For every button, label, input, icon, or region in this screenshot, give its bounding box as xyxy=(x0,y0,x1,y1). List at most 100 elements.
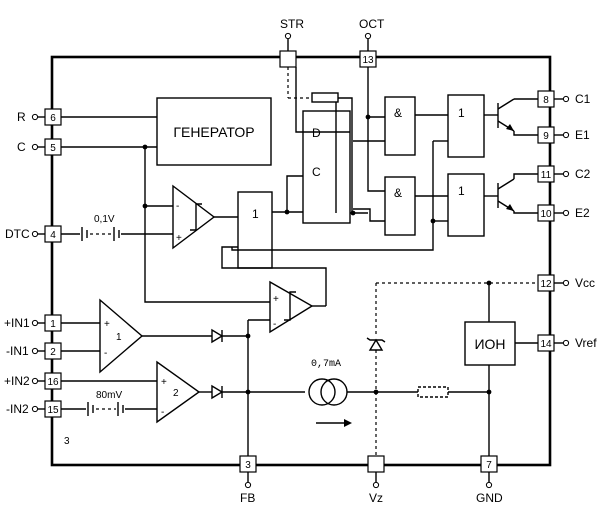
generator-label: ГЕНЕРАТОР xyxy=(173,124,254,140)
pin-label-e1: E1 xyxy=(575,128,590,142)
pin-label-vcc: Vcc xyxy=(575,276,595,290)
pin-number-in1-minus: 2 xyxy=(50,347,56,358)
pin-e1: 9 E1 xyxy=(537,126,590,144)
and-gate-1 xyxy=(384,96,416,156)
ea1-label: 1 xyxy=(116,332,122,343)
generator-block xyxy=(156,97,272,166)
pin-label-c1: C1 xyxy=(575,92,591,106)
trigger-d-label: D xyxy=(312,126,321,140)
in2-offset-label: 80mV xyxy=(96,390,122,401)
resistor-vz xyxy=(417,386,449,398)
ea1-plus-sign: + xyxy=(104,319,110,330)
diode-ea2 xyxy=(211,384,224,400)
pin-number-c: 5 xyxy=(50,143,56,154)
inverter-2-label: 1 xyxy=(458,184,465,198)
pin-number-oct: 13 xyxy=(362,55,374,66)
pin-label-in1-minus: -IN1 xyxy=(6,344,29,358)
buffer-block xyxy=(237,191,273,269)
pin-number-in1-plus: 1 xyxy=(50,319,56,330)
inverter-1-label: 1 xyxy=(458,106,465,120)
pin-vz: Vz xyxy=(367,455,385,505)
inverter-2 xyxy=(447,173,485,237)
pin-label-in2-plus: +IN2 xyxy=(4,374,30,388)
pin-number-c2: 11 xyxy=(541,170,552,181)
current-source: 0,7mA xyxy=(308,359,376,427)
pin-label-r: R xyxy=(17,110,26,124)
pin-in1-plus: +IN1 1 xyxy=(4,314,62,332)
d-trigger xyxy=(302,110,351,224)
ea2-plus-sign: + xyxy=(161,377,167,388)
buffer-label: 1 xyxy=(252,207,259,221)
and-gate-1-label: & xyxy=(394,106,402,120)
pin-label-gnd: GND xyxy=(476,491,503,505)
pin-fb: 3 FB xyxy=(239,455,257,505)
dtc-minus-sign: - xyxy=(176,201,179,212)
error-amplifier-2 xyxy=(156,360,201,424)
ea1-minus-sign: - xyxy=(104,348,107,359)
trigger-c-label: C xyxy=(312,165,321,179)
diode-ea1 xyxy=(211,328,224,344)
pin-vref: 14 Vref xyxy=(537,334,597,352)
dtc-offset-label: 0,1V xyxy=(94,214,115,225)
and-gate-2 xyxy=(384,176,416,236)
pin-c1: 8 C1 xyxy=(537,90,591,108)
pin-number-c1: 8 xyxy=(543,95,549,106)
pwm-comparator xyxy=(269,280,314,334)
pin-in1-minus: -IN1 2 xyxy=(6,342,62,360)
pin-number-gnd: 7 xyxy=(486,460,492,471)
pin-oct: OCT 13 xyxy=(359,17,385,68)
pwm-plus-sign: + xyxy=(273,294,279,305)
output-transistor-1 xyxy=(497,98,538,136)
pin-dtc: DTC 4 xyxy=(5,225,62,243)
ea2-label: 2 xyxy=(173,388,179,399)
pin-label-c: C xyxy=(17,140,26,154)
resistor-str xyxy=(311,92,339,103)
corner-mark: 3 xyxy=(64,436,70,447)
pin-number-in2-plus: 16 xyxy=(47,377,59,388)
reference-label: ИОН xyxy=(474,336,505,352)
pin-label-fb: FB xyxy=(240,491,255,505)
pin-label-e2: E2 xyxy=(575,206,590,220)
pin-number-vcc: 12 xyxy=(540,279,552,290)
pin-label-c2: C2 xyxy=(575,167,591,181)
chip-outline xyxy=(50,55,552,467)
pin-number-e1: 9 xyxy=(543,131,549,142)
dtc-plus-sign: + xyxy=(176,233,182,244)
pin-number-fb: 3 xyxy=(245,460,251,471)
pin-label-oct: OCT xyxy=(359,17,385,31)
wire-str xyxy=(295,67,350,133)
wire-pwm-to-buffer xyxy=(221,246,327,306)
pin-c2: 11 C2 xyxy=(537,165,591,183)
pwm-minus-sign: - xyxy=(273,319,276,330)
error-amplifier-1 xyxy=(99,298,144,374)
pin-str: STR xyxy=(279,17,304,68)
pin-label-in2-minus: -IN2 xyxy=(6,402,29,416)
pin-number-in2-minus: 15 xyxy=(47,405,59,416)
zener-diode xyxy=(368,338,384,351)
pin-e2: 10 E2 xyxy=(537,204,590,222)
output-transistor-2 xyxy=(497,173,538,214)
pin-in2-plus: +IN2 16 xyxy=(4,372,62,390)
pin-label-str: STR xyxy=(280,17,304,31)
pin-label-vref: Vref xyxy=(575,336,597,350)
pin-r: R 6 xyxy=(17,108,62,126)
pin-gnd: 7 GND xyxy=(476,455,503,505)
wire-ramp-to-pwm-comparator xyxy=(144,147,270,303)
deadtime-comparator xyxy=(172,184,216,250)
pin-label-dtc: DTC xyxy=(5,227,30,241)
pin-number-r: 6 xyxy=(50,113,56,124)
pin-label-vz: Vz xyxy=(369,491,383,505)
inverter-1 xyxy=(447,94,485,158)
pin-c: C 5 xyxy=(17,138,62,156)
pin-vcc: 12 Vcc xyxy=(537,274,595,292)
current-source-label: 0,7mA xyxy=(311,359,341,370)
pin-number-e2: 10 xyxy=(540,209,552,220)
pin-number-vref: 14 xyxy=(540,339,552,350)
ea2-minus-sign: - xyxy=(161,407,164,418)
and-gate-2-label: & xyxy=(394,186,402,200)
pin-number-dtc: 4 xyxy=(50,230,56,241)
wire-oct xyxy=(367,67,385,192)
pin-box-str xyxy=(279,50,297,68)
pin-label-in1-plus: +IN1 xyxy=(4,316,30,330)
